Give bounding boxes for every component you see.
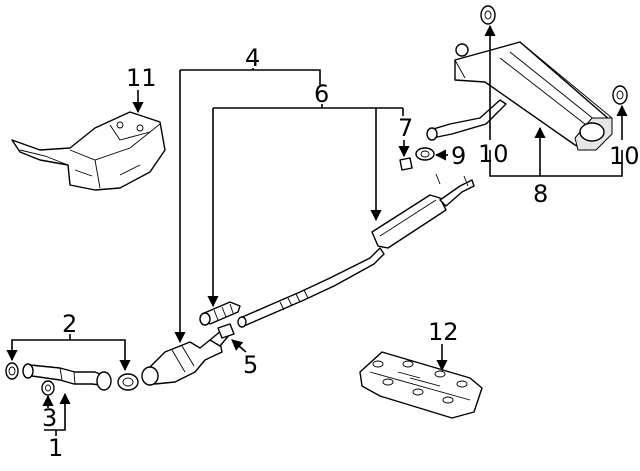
nut-part — [41, 380, 55, 396]
callout-12: 12 — [428, 318, 459, 346]
callout-11: 11 — [126, 64, 157, 92]
muffler-part — [426, 41, 613, 151]
callout-8: 8 — [533, 180, 548, 208]
callout-1: 1 — [48, 434, 63, 462]
gasket-right-part — [117, 373, 139, 391]
front-pipe-part — [22, 363, 112, 391]
callout-10-left: 10 — [478, 140, 509, 168]
gasket-9-part — [415, 147, 435, 161]
catalytic-converter-part — [141, 329, 231, 386]
callout-labels: 11 4 6 7 9 10 10 8 2 3 1 5 12 — [42, 44, 640, 462]
hanger-left-part — [480, 5, 496, 25]
callout-3: 3 — [42, 404, 57, 432]
under-shield-part — [359, 351, 483, 419]
callout-2: 2 — [62, 310, 77, 338]
hanger-right-part — [612, 85, 628, 105]
callout-4: 4 — [245, 44, 260, 72]
clamp-part — [217, 323, 235, 339]
flex-pipe-part — [199, 301, 241, 326]
callout-5: 5 — [243, 351, 258, 379]
callout-9: 9 — [451, 142, 466, 170]
callout-10-right: 10 — [609, 142, 640, 170]
callout-7: 7 — [398, 114, 413, 142]
leader-lines — [6, 24, 628, 436]
hanger-7-part — [399, 157, 413, 171]
callout-6: 6 — [314, 80, 329, 108]
resonator-part — [371, 173, 475, 249]
heat-shield-part — [11, 111, 166, 191]
gasket-left-part — [5, 362, 19, 380]
intermediate-pipe-part — [237, 247, 385, 328]
